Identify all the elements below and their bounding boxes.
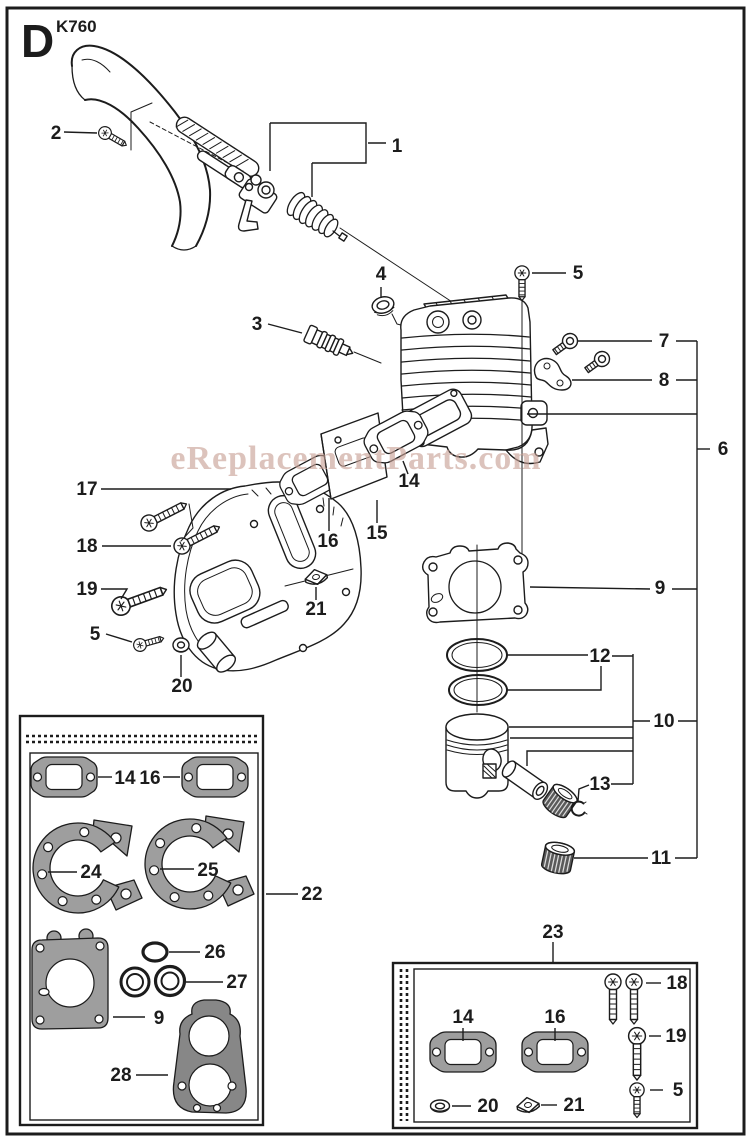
kit-22-label-26: 26 [204, 942, 225, 963]
callout-7: 7 [659, 331, 670, 352]
callout-8: 8 [659, 370, 670, 391]
wrist-pin-13 [501, 760, 549, 801]
valve-assembly-1 [237, 174, 278, 232]
callout-12: 12 [589, 646, 610, 667]
callout-11: 11 [651, 848, 672, 869]
callout-17: 17 [76, 479, 97, 500]
bolt-7 [549, 329, 582, 359]
kit-23-label-18: 18 [666, 973, 687, 994]
kit-22-bag-seam [26, 734, 257, 744]
figure-letter: D [21, 15, 54, 67]
callout-16: 16 [317, 531, 338, 552]
callout-1: 1 [392, 136, 403, 157]
screw-19 [108, 580, 171, 619]
strap-bracket [533, 357, 572, 391]
kit-22-leaders [48, 776, 298, 1076]
kit-23-label-21: 21 [563, 1095, 585, 1116]
callout-23: 23 [542, 922, 563, 943]
callout-4: 4 [376, 264, 387, 285]
kit-23-label-20: 20 [477, 1096, 498, 1117]
watermark-text: eReplacementParts.com [170, 440, 541, 477]
kit-23-label-19: 19 [665, 1026, 686, 1047]
plug-4 [371, 296, 417, 330]
callout-18: 18 [76, 536, 97, 557]
handle-screw-2 [95, 123, 131, 152]
kit-22-label-24: 24 [80, 862, 102, 883]
kit-22-gasket-28 [172, 999, 247, 1114]
needle-bearing-11 [539, 839, 577, 877]
assembly-axis-dashed [149, 121, 244, 172]
callout-6: 6 [718, 439, 729, 460]
callout-3: 3 [252, 314, 263, 335]
kit-22-gasket-16 [181, 756, 249, 798]
kit-22-label-27: 27 [226, 972, 247, 993]
kit-22-label-16: 16 [139, 768, 160, 789]
screw-18-connector [180, 503, 194, 542]
callout-22: 22 [301, 884, 322, 905]
kit-23-bag-seam [399, 969, 409, 1121]
kit-23-leaders [452, 982, 663, 1107]
cover-17 [173, 481, 362, 673]
kit-22-label-9: 9 [154, 1008, 165, 1029]
leader-lines [63, 122, 710, 859]
cover-screw-18a [137, 496, 191, 535]
page-border [5, 6, 746, 1136]
kit-23-label-5: 5 [673, 1080, 684, 1101]
callout-19: 19 [76, 579, 97, 600]
kit-22-seals-27 [119, 964, 187, 998]
gasket-kit-box-22: 14 16 24 25 26 27 9 28 [18, 714, 298, 1127]
front-handle-drawing [70, 44, 260, 251]
hardware-kit-box-23: 14 16 18 19 5 20 21 [391, 942, 699, 1130]
kit-23-label-16: 16 [544, 1007, 565, 1028]
decompression-valve-3 [303, 324, 382, 364]
cylinder-screw-5 [514, 265, 530, 579]
kit-22-gasket-9 [31, 928, 109, 1030]
kit-23-nut-20 [429, 1099, 451, 1113]
cylinder-gasket-9 [421, 542, 529, 624]
callout-10: 10 [653, 711, 674, 732]
callout-2: 2 [51, 123, 62, 144]
circlip [570, 800, 588, 817]
bolt-8 [581, 347, 614, 377]
washer-20 [172, 637, 190, 653]
model-number: K760 [56, 17, 97, 36]
cover-screw-5 [131, 631, 167, 654]
callout-5-top: 5 [573, 263, 584, 284]
callout-14: 14 [398, 471, 420, 492]
kit-22-label-14: 14 [114, 768, 136, 789]
callout-5-cover: 5 [90, 624, 101, 645]
kit-22-label-28: 28 [110, 1065, 131, 1086]
kit-23-label-14: 14 [452, 1007, 474, 1028]
callout-15: 15 [366, 523, 388, 544]
nut-21 [284, 566, 354, 588]
kit-22-label-25: 25 [197, 860, 219, 881]
piston-10 [445, 713, 509, 799]
kit-22-oring-26 [141, 941, 169, 963]
callout-20: 20 [171, 676, 192, 697]
callout-21: 21 [305, 599, 327, 620]
kit-22-gasket-14 [30, 756, 98, 798]
callout-13: 13 [589, 774, 610, 795]
valve-spring [286, 191, 348, 242]
callout-9: 9 [655, 578, 666, 599]
